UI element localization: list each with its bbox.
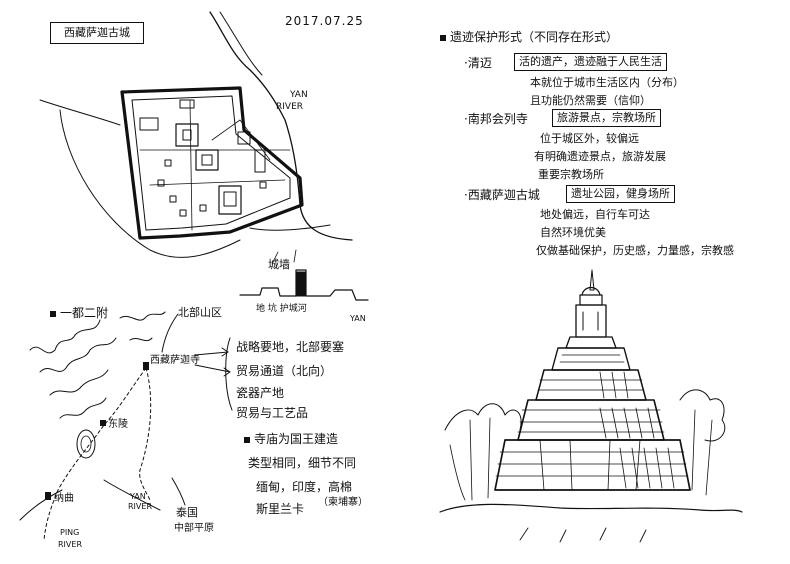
- ground-labels: 地 坑 护城河: [256, 304, 307, 314]
- item-1-line-2: 且功能仍然需要（信仰）: [530, 94, 651, 107]
- sakya-label: 西藏萨迦寺: [150, 355, 200, 366]
- note-line-2: 类型相同，细节不同: [248, 456, 357, 470]
- town-label-1: 东陵: [108, 419, 128, 430]
- function-line-4: 贸易与工艺品: [236, 406, 309, 420]
- note-line-5: 斯里兰卡: [256, 502, 305, 516]
- item-3-line-2: 自然环境优美: [540, 226, 606, 239]
- item-2-line-2: 有明确遗迹景点，旅游发展: [534, 150, 666, 163]
- stupa-sketch: [439, 269, 743, 543]
- sketch-date: 2017.07.25: [285, 14, 364, 28]
- river-ping-1: PING: [60, 528, 80, 537]
- town-label-2: 纳曲: [54, 493, 74, 504]
- river-label-top-2: RIVER: [276, 102, 304, 112]
- wall-label: 城墙: [268, 258, 290, 271]
- ground-small-label: YAN: [350, 314, 366, 323]
- item-2-box: 旅游景点，宗教场所: [552, 109, 661, 127]
- item-2-line-3: 重要宗教场所: [538, 168, 604, 181]
- river-yan-2: RIVER: [128, 502, 153, 511]
- item-2-line-1: 位于城区外，较偏远: [540, 132, 639, 145]
- item-3-line-1: 地处偏远，自行车可达: [540, 208, 650, 221]
- note-line-4: （柬埔寨）: [318, 497, 368, 508]
- item-1-line-1: 本就位于城市生活区内（分布）: [530, 76, 684, 89]
- bullet-icon: [440, 34, 446, 41]
- river-yan-1: YAN: [130, 492, 146, 501]
- river-label-top-1: YAN: [290, 90, 308, 100]
- river-ping-2: RIVER: [58, 540, 83, 549]
- section-heading-left: 一都二附: [50, 306, 108, 320]
- thailand-label-1: 泰国: [176, 506, 198, 519]
- item-1-name: ·清迈: [464, 56, 492, 70]
- note-line-3: 缅甸，印度，高棉: [256, 480, 353, 494]
- function-line-3: 瓷器产地: [236, 386, 285, 400]
- right-heading: 遗迹保护形式（不同存在形式）: [440, 30, 618, 44]
- item-3-line-3: 仅做基础保护，历史感，力量感，宗教感: [536, 244, 734, 257]
- north-hill-label: 北部山区: [178, 306, 222, 319]
- item-3-box: 遗址公园，健身场所: [566, 185, 675, 203]
- note-line-1: 寺庙为国王建造: [244, 432, 338, 446]
- item-3-name: ·西藏萨迦古城: [464, 188, 540, 202]
- page-title: 西藏萨迦古城: [50, 22, 144, 44]
- item-1-box: 活的遗产，遗迹融于人民生活: [514, 53, 667, 71]
- function-line-1: 战略要地，北部要塞: [236, 340, 345, 354]
- bullet-icon: [50, 310, 56, 317]
- thailand-label-2: 中部平原: [174, 523, 214, 534]
- item-2-name: ·南邦会列寺: [464, 112, 528, 126]
- bullet-icon: [244, 436, 250, 443]
- function-line-2: 贸易通道（北向）: [236, 364, 333, 378]
